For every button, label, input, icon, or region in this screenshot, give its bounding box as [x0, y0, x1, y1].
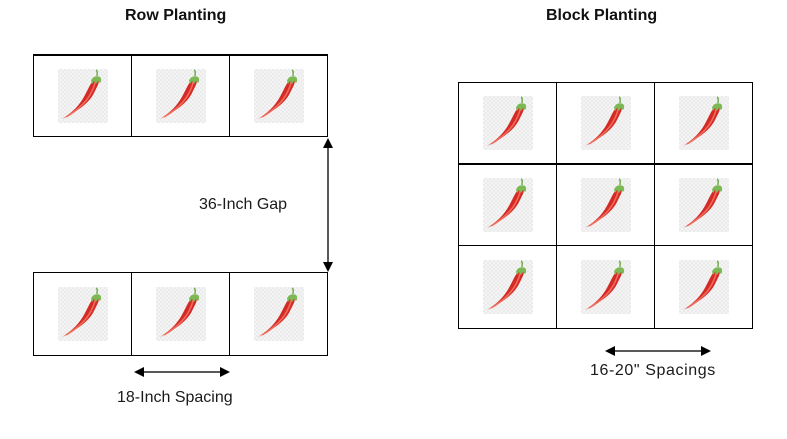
pepper-icon — [57, 287, 108, 341]
pepper-icon — [482, 260, 533, 314]
block-spacing-arrow-icon — [605, 346, 711, 356]
block-spacing-label: 16-20" Spacings — [590, 362, 716, 379]
pepper-icon — [580, 96, 631, 150]
pepper-icon — [57, 69, 108, 123]
gap-arrow-icon — [323, 138, 333, 272]
pepper-icon — [678, 260, 729, 314]
grid-cell — [557, 83, 655, 165]
block-grid — [458, 82, 753, 329]
pepper-icon — [678, 178, 729, 232]
pepper-icon — [155, 287, 206, 341]
plant-row-2 — [33, 272, 328, 356]
plant-cell — [230, 56, 327, 136]
plant-row-1 — [33, 54, 328, 137]
pepper-icon — [580, 178, 631, 232]
grid-cell — [557, 165, 655, 246]
grid-cell — [459, 83, 557, 165]
grid-cell — [655, 165, 752, 246]
grid-cell — [459, 165, 557, 246]
pepper-icon — [580, 260, 631, 314]
grid-cell — [655, 83, 752, 165]
gap-label: 36-Inch Gap — [199, 196, 288, 213]
pepper-icon — [678, 96, 729, 150]
pepper-icon — [482, 96, 533, 150]
pepper-icon — [253, 69, 304, 123]
plant-cell — [34, 273, 132, 355]
row-planting-title: Row Planting — [125, 7, 227, 24]
row-spacing-label: 18-Inch Spacing — [117, 389, 233, 406]
grid-cell — [557, 246, 655, 328]
grid-cell — [655, 246, 752, 328]
spacing-arrow-icon — [134, 367, 230, 377]
pepper-icon — [482, 178, 533, 232]
pepper-icon — [253, 287, 304, 341]
plant-cell — [132, 273, 230, 355]
plant-cell — [34, 56, 132, 136]
plant-cell — [132, 56, 230, 136]
grid-cell — [459, 246, 557, 328]
plant-cell — [230, 273, 327, 355]
pepper-icon — [155, 69, 206, 123]
block-planting-title: Block Planting — [546, 7, 658, 24]
